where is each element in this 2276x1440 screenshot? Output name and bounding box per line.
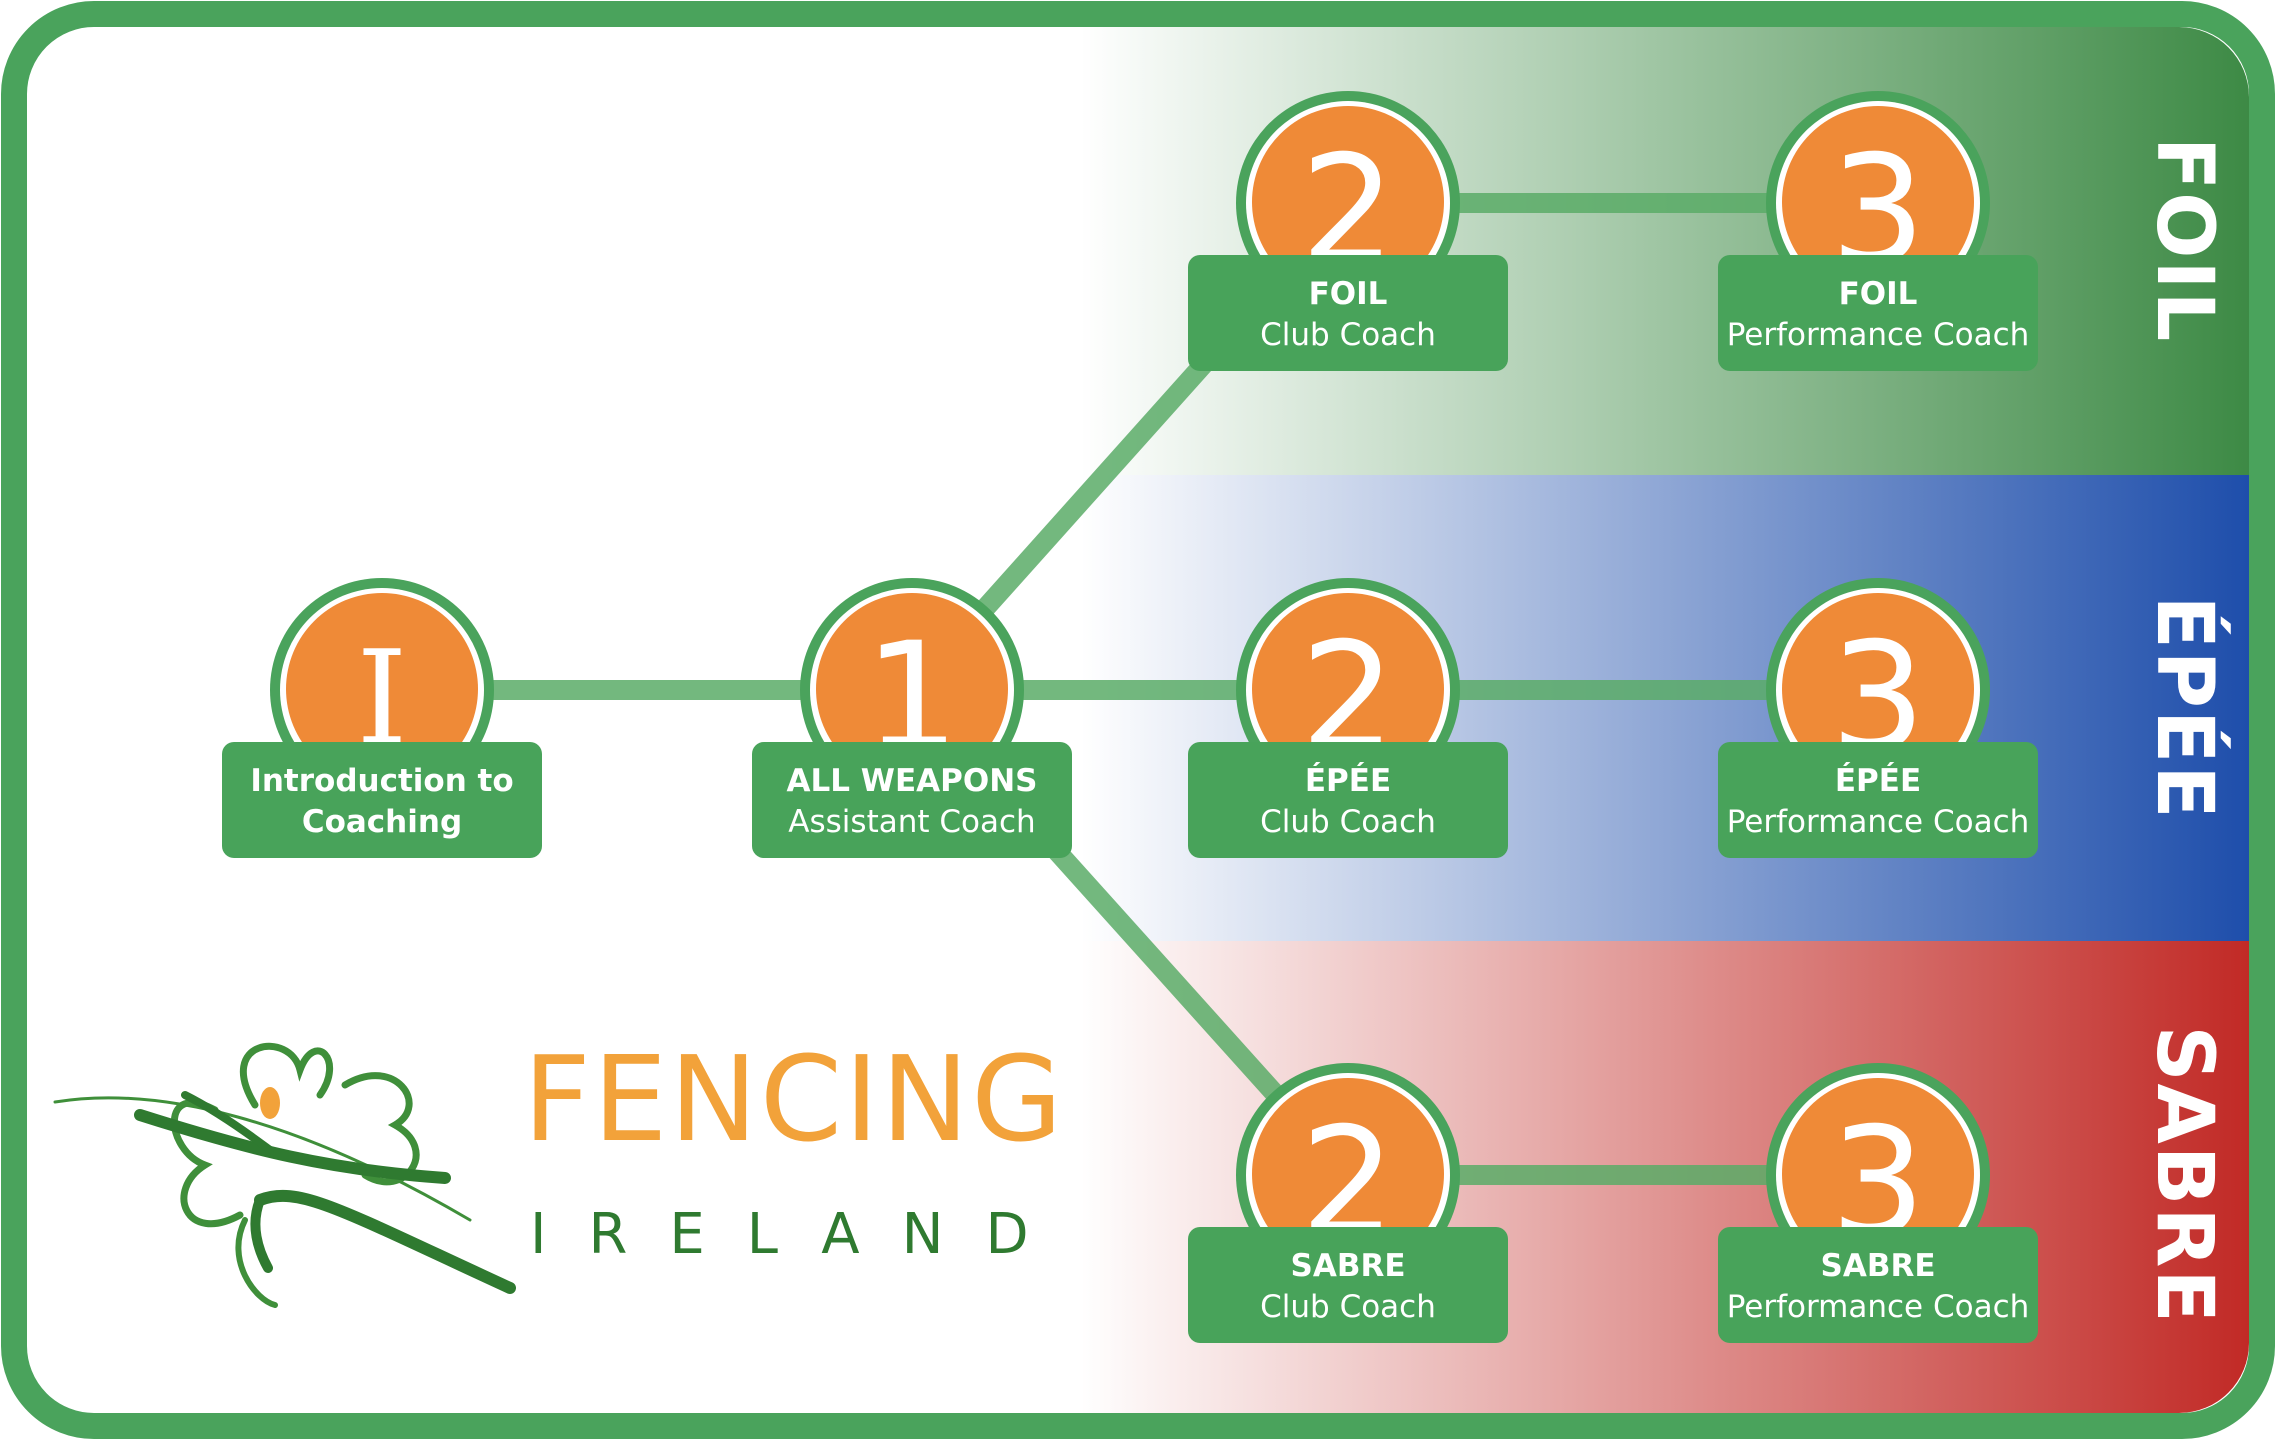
node-label-subtitle: Club Coach [1260, 317, 1436, 353]
node-label-title: ALL WEAPONS [787, 763, 1038, 799]
node-label-box [1718, 255, 2038, 371]
node-label-title: FOIL [1309, 276, 1388, 312]
node-label-subtitle: Coaching [302, 804, 462, 840]
node-label-box [1718, 742, 2038, 858]
node-label-title: Introduction to [250, 763, 513, 799]
node-label-title: ÉPÉE [1305, 763, 1391, 799]
node-label-title: FOIL [1839, 276, 1918, 312]
node-label-subtitle: Performance Coach [1727, 1289, 2030, 1325]
node-circle [816, 593, 1008, 785]
node-circle [1252, 1078, 1444, 1270]
node-label-box [1718, 1227, 2038, 1343]
node-label-title: SABRE [1821, 1248, 1936, 1284]
node-label-subtitle: Performance Coach [1727, 317, 2030, 353]
logo-main-text: FENCING [523, 1030, 1065, 1168]
band-label-sabre: SABRE [2139, 1025, 2229, 1324]
node-label-box [752, 742, 1072, 858]
node-circle [1782, 1078, 1974, 1270]
band-label-foil: FOIL [2139, 137, 2229, 343]
node-label-subtitle: Club Coach [1260, 804, 1436, 840]
node-label-subtitle: Assistant Coach [788, 804, 1035, 840]
fencing-ireland-logo: FENCING IRELAND [53, 1030, 1071, 1308]
node-label-box [1188, 742, 1508, 858]
node-circle [1252, 106, 1444, 298]
node-label-box [1188, 1227, 1508, 1343]
node-label-subtitle: Performance Coach [1727, 804, 2030, 840]
node-label-box [1188, 255, 1508, 371]
node-label-title: ÉPÉE [1835, 763, 1921, 799]
node-label-title: SABRE [1291, 1248, 1406, 1284]
node-label-box [222, 742, 542, 858]
fencer-head-icon [260, 1087, 280, 1119]
node-label-subtitle: Club Coach [1260, 1289, 1436, 1325]
node-circle [1782, 593, 1974, 785]
node-circle [1252, 593, 1444, 785]
logo-sub-text: IRELAND [530, 1202, 1071, 1267]
node-circle [286, 593, 478, 785]
band-label-epee: ÉPÉE [2139, 595, 2231, 820]
node-circle [1782, 106, 1974, 298]
shamrock-fencer-icon [53, 1043, 516, 1308]
